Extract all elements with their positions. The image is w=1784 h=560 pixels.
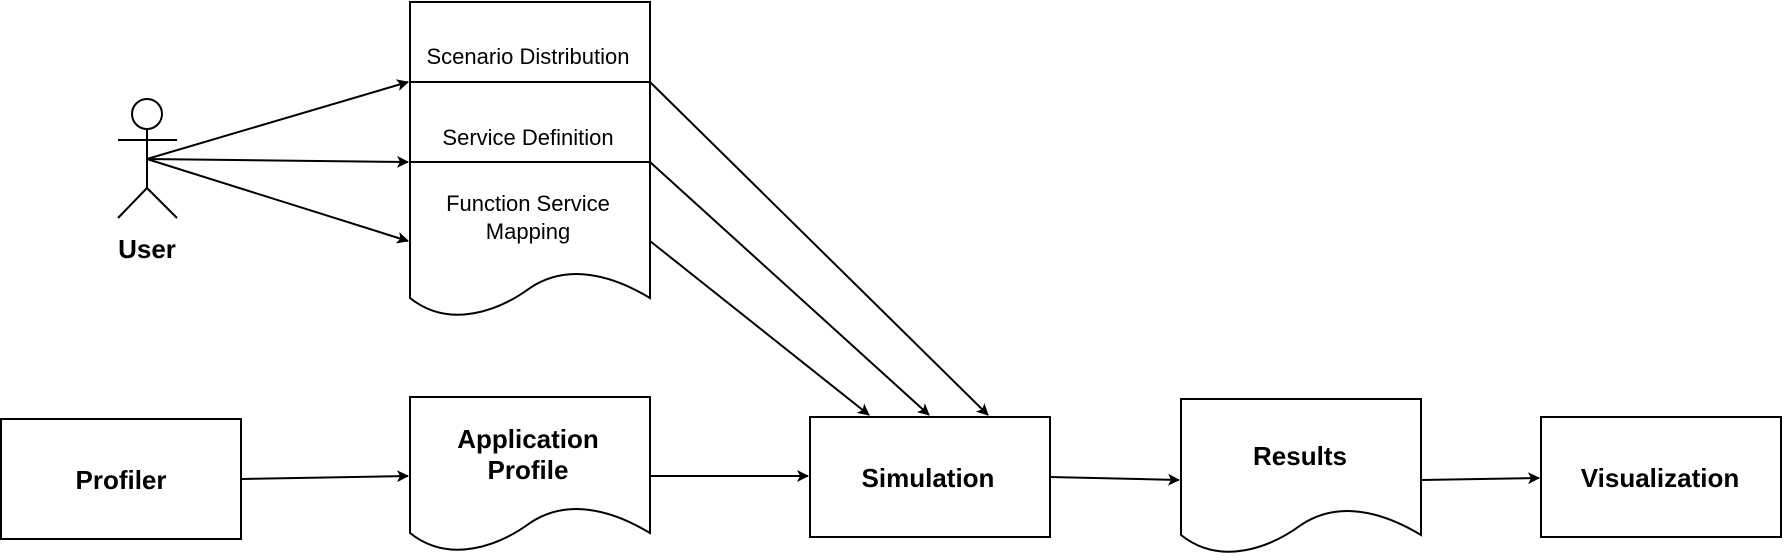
- service-definition-box: [409, 81, 651, 163]
- profiler-node: Profiler: [0, 418, 242, 540]
- arrow-user-to-scenario-distribution: [146, 79, 409, 160]
- user-label: User: [118, 234, 176, 264]
- application-profile-document: [409, 396, 651, 551]
- scenario-distribution-box: [409, 1, 651, 83]
- visualization-label: Visualization: [1581, 463, 1739, 493]
- simulation-node: Simulation: [809, 416, 1051, 538]
- results-document: [1180, 398, 1422, 553]
- user-actor-head: [131, 98, 163, 130]
- function-service-mapping-label-line2: Mapping: [486, 219, 570, 244]
- user-actor: User: [117, 98, 178, 264]
- arrow-user-to-function-service-mapping: [146, 158, 409, 244]
- scenario-distribution-label: Scenario Distribution: [427, 44, 630, 69]
- function-service-mapping-label-line1: Function Service: [446, 191, 610, 216]
- application-profile-label-line1: Application: [457, 424, 599, 454]
- function-service-mapping-document: [409, 161, 651, 316]
- simulation-label: Simulation: [862, 463, 995, 493]
- arrow-results-to-visualization: [1420, 472, 1540, 485]
- connectors: [146, 79, 1540, 486]
- profiler-label: Profiler: [75, 465, 166, 495]
- results-node: Results: [1180, 398, 1422, 553]
- arrow-scenario-distribution-to-simulation: [649, 81, 989, 416]
- profiler-box: [0, 418, 242, 540]
- application-profile-node: Application Profile: [409, 396, 651, 551]
- input-documents: Scenario Distribution Service Definition…: [409, 1, 651, 316]
- user-actor-left-leg: [117, 187, 148, 219]
- arrow-service-definition-to-simulation: [649, 161, 930, 416]
- arrow-profiler-to-application-profile: [240, 470, 409, 483]
- arrow-function-service-mapping-to-simulation: [649, 240, 870, 416]
- arrow-simulation-to-results: [1049, 473, 1180, 486]
- visualization-node: Visualization: [1540, 416, 1782, 538]
- application-profile-label-line2: Profile: [488, 455, 569, 485]
- arrow-user-to-service-definition: [146, 155, 409, 168]
- results-label: Results: [1253, 441, 1347, 471]
- visualization-box: [1540, 416, 1782, 538]
- service-definition-label: Service Definition: [442, 125, 613, 150]
- user-actor-right-leg: [146, 187, 178, 219]
- simulation-box: [809, 416, 1051, 538]
